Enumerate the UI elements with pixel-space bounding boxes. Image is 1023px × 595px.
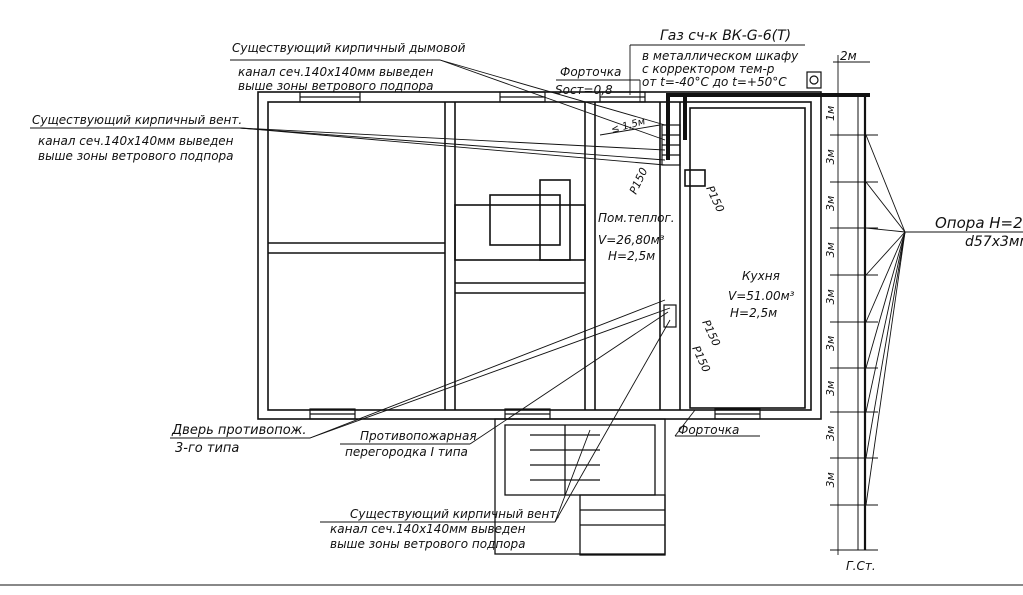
annotation-pole: Опора H=2 d57х3мм	[935, 214, 1023, 250]
svg-text:V=26,80м³: V=26,80м³	[598, 233, 665, 247]
porch-stairs	[494, 418, 666, 556]
pole-leaders	[865, 134, 1023, 506]
room-kitchen: Кухня V=51.00м³ H=2,5м	[728, 269, 795, 320]
svg-text:d57х3мм: d57х3мм	[965, 234, 1023, 250]
label-distance-2m: 2м	[840, 49, 857, 63]
svg-text:V=51.00м³: V=51.00м³	[728, 289, 795, 303]
svg-text:канал сеч.140х140мм выведен: канал сеч.140х140мм выведен	[330, 522, 526, 536]
segment-length-label: 3м	[824, 336, 837, 351]
label-p150-1: P150	[627, 166, 650, 197]
annotation-gas-meter: Газ сч-к ВК-G-6(Т) в металлическом шкафу…	[642, 28, 799, 89]
segment-length-label: 3м	[824, 196, 837, 211]
svg-text:Существующий кирпичный дымовой: Существующий кирпичный дымовой	[232, 41, 466, 55]
label-p150-2: P150	[703, 184, 726, 215]
segment-length-label: 3м	[824, 381, 837, 396]
label-slope: ≤ 1,5м	[610, 116, 647, 136]
segment-length-label: 3м	[824, 472, 837, 487]
segment-labels: 1м 3м 3м 3м 3м 3м 3м 3м 3м	[824, 106, 837, 488]
svg-text:Противопожарная: Противопожарная	[360, 429, 477, 443]
label-p150-3: P150	[699, 318, 722, 349]
gas-pipe	[666, 93, 870, 550]
room-boiler: Пом.теплог. V=26,80м³ H=2,5м	[598, 211, 675, 263]
segment-length-label: 3м	[824, 242, 837, 257]
svg-text:3-го типа: 3-го типа	[175, 441, 239, 456]
svg-text:выше зоны ветрового подпора: выше зоны ветрового подпора	[330, 537, 526, 551]
svg-text:Дверь противопож.: Дверь противопож.	[171, 423, 307, 438]
equipment	[661, 71, 822, 328]
annotation-door: Дверь противопож. 3-го типа	[171, 423, 307, 456]
leader-lines	[30, 44, 805, 523]
building-walls	[257, 91, 822, 420]
label-fortochka-top: Форточка	[560, 65, 621, 79]
svg-text:H=2,5м: H=2,5м	[730, 306, 777, 320]
segment-length-label: 1м	[824, 106, 837, 121]
annotation-partition: Противопожарная перегородка I типа	[345, 429, 477, 459]
svg-text:Газ сч-к ВК-G-6(Т): Газ сч-к ВК-G-6(Т)	[660, 28, 791, 44]
svg-text:H=2,5м: H=2,5м	[608, 249, 655, 263]
segment-length-label: 3м	[824, 426, 837, 441]
svg-text:Существующий кирпичный вент.: Существующий кирпичный вент.	[32, 113, 242, 127]
label-socm: Sост=0,8	[555, 83, 613, 97]
label-ground: Г.Ст.	[846, 559, 876, 573]
annotation-smoke-channel: Существующий кирпичный дымовой канал сеч…	[232, 41, 466, 93]
svg-text:выше зоны ветрового подпора: выше зоны ветрового подпора	[38, 149, 234, 163]
label-fortochka-bottom: Форточка	[678, 423, 739, 437]
svg-text:Опора H=2: Опора H=2	[935, 214, 1023, 232]
svg-text:Кухня: Кухня	[742, 269, 780, 283]
svg-text:в металлическом шкафу: в металлическом шкафу	[642, 49, 799, 63]
svg-text:Существующий кирпичный вент.: Существующий кирпичный вент.	[350, 507, 560, 521]
svg-text:от t=-40°С до t=+50°С: от t=-40°С до t=+50°С	[642, 75, 787, 89]
svg-text:Пом.теплог.: Пом.теплог.	[598, 211, 675, 225]
svg-text:выше зоны ветрового подпора: выше зоны ветрового подпора	[238, 79, 434, 93]
label-p150-4: P150	[689, 344, 712, 375]
svg-text:канал сеч.140х140мм выведен: канал сеч.140х140мм выведен	[38, 134, 234, 148]
segment-length-label: 3м	[824, 149, 837, 164]
svg-text:с корректором тем-р: с корректором тем-р	[642, 62, 775, 76]
annotation-vent-channel-left: Существующий кирпичный вент. канал сеч.1…	[32, 113, 242, 163]
svg-text:канал сеч.140х140мм выведен: канал сеч.140х140мм выведен	[238, 65, 434, 79]
dimension-line	[830, 55, 878, 555]
segment-length-label: 3м	[824, 289, 837, 304]
windows	[299, 91, 761, 420]
annotation-vent-channel-bottom: Существующий кирпичный вент. канал сеч.1…	[330, 507, 560, 551]
svg-text:перегородка I типа: перегородка I типа	[345, 445, 468, 459]
